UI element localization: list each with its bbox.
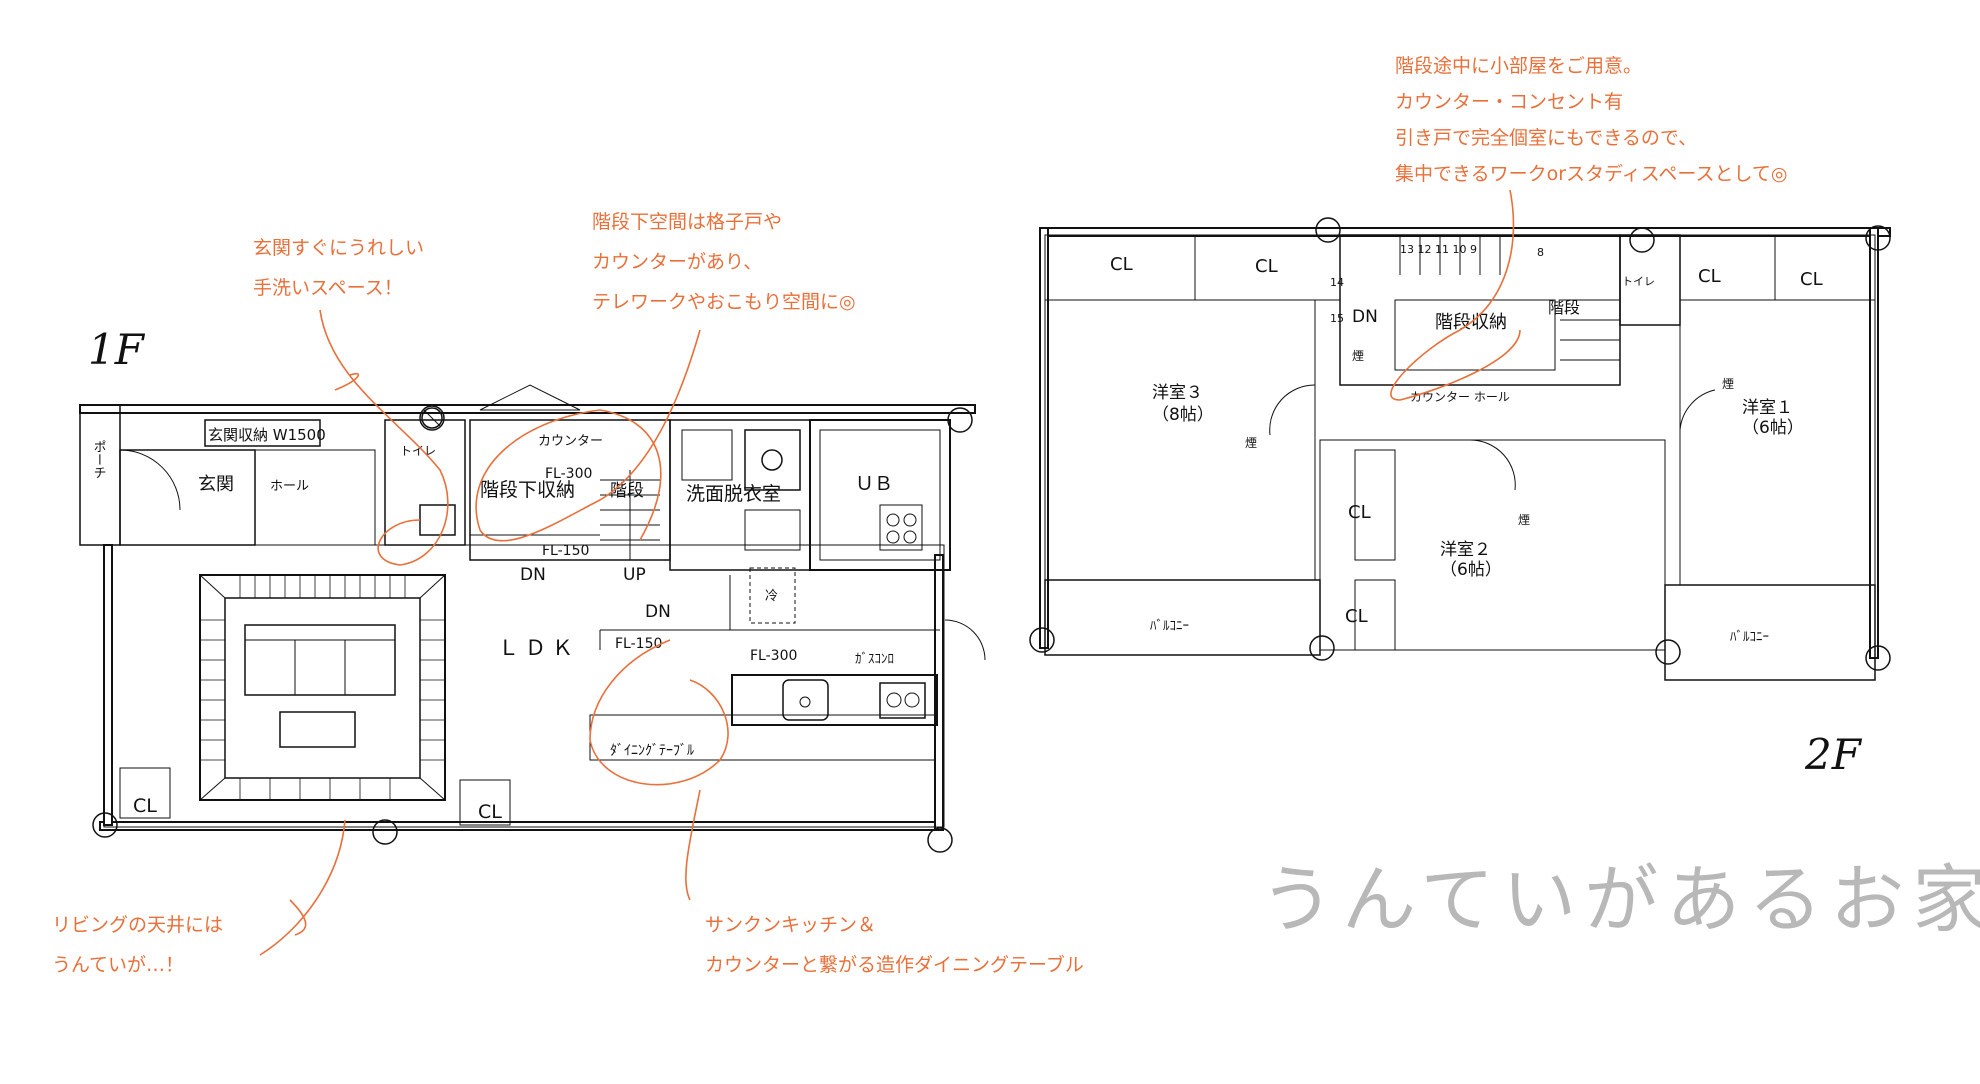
- wall-1f-outer-left: [103, 544, 113, 826]
- annotation-landing-line1: 階段途中に小部屋をご用意。: [1395, 55, 1643, 77]
- label-washroom: 洗面脱衣室: [686, 483, 781, 505]
- wall-1f-outer-right: [934, 554, 944, 831]
- floor-label-2f: 2F: [1805, 730, 1861, 779]
- annotation-unte: リビングの天井には うんていが…！: [52, 905, 223, 985]
- watermark-title: うんていがあるお家: [1260, 857, 1980, 943]
- label-toilet-2f: トイレ: [1622, 275, 1655, 288]
- label-fl150b: FL-150: [615, 636, 662, 652]
- annotation-unte-line2: うんていが…！: [52, 954, 185, 976]
- label-smoke-c: 煙: [1722, 377, 1734, 391]
- label-room2-size: （6帖）: [1440, 560, 1502, 580]
- balcony-right: [1664, 584, 1876, 681]
- living-frame-outer: [199, 574, 446, 801]
- label-smoke-d: 煙: [1518, 513, 1530, 527]
- balcony-left: [1044, 579, 1321, 656]
- label-n8: 8: [1537, 246, 1544, 259]
- callout-strokes: [259, 189, 1521, 956]
- fridge: [749, 567, 796, 624]
- ldk-outline: [103, 544, 945, 828]
- annotation-kitchen-line2: カウンターと繋がる造作ダイニングテーブル: [705, 954, 1084, 976]
- second-floor-plan: [1029, 217, 1891, 681]
- annotation-landing-line4: 集中できるワークorスタディスペースとして◎: [1395, 163, 1788, 185]
- label-dining: ﾀﾞｲﾆﾝｸﾞﾃｰﾌﾞﾙ: [610, 743, 694, 759]
- label-stair-nums: 13 12 11 10 9: [1400, 243, 1477, 256]
- toilet-outline: [384, 419, 466, 546]
- label-balcony-b: ﾊﾞﾙｺﾆｰ: [1730, 630, 1769, 645]
- label-n15: 15: [1330, 312, 1344, 325]
- label-smoke-a: 煙: [1352, 349, 1364, 363]
- label-fl300a: FL-300: [545, 466, 592, 482]
- label-cl-d: CL: [1800, 269, 1823, 290]
- label-n14: 14: [1330, 276, 1344, 289]
- label-room3: 洋室３: [1152, 383, 1203, 403]
- annotation-stair-space: 階段下空間は格子戸や カウンターがあり、 テレワークやおこもり空間に◎: [592, 202, 856, 322]
- label-counter: カウンター: [538, 434, 603, 449]
- label-genkan: 玄関: [198, 474, 234, 495]
- room2-outline: [1319, 439, 1666, 651]
- label-cl-a: CL: [1110, 254, 1133, 275]
- label-hall: ホール: [270, 479, 309, 494]
- label-fl150a: FL-150: [542, 543, 589, 559]
- genkan-storage-box: [204, 419, 321, 447]
- label-genkan-storage: 玄関収納 W1500: [208, 426, 326, 444]
- genkan-outline: [119, 449, 256, 546]
- hall-outline: [254, 449, 376, 546]
- first-floor-plan: [79, 384, 986, 853]
- label-porch: ポーチ: [91, 440, 106, 479]
- first-floor-labels: ポーチ 玄関収納 W1500 玄関 ホール トイレ カウンター FL-300 階…: [91, 426, 895, 823]
- annotation-stair-space-line1: 階段下空間は格子戸や: [592, 211, 783, 233]
- label-fl300b: FL-300: [750, 648, 797, 664]
- wall-1f-outer-top: [79, 404, 976, 414]
- wall-2f-left: [1039, 227, 1049, 649]
- annotation-stair-space-line2: カウンターがあり、: [592, 251, 763, 273]
- room1-outline: [1679, 299, 1876, 586]
- wall-2f-right: [1869, 227, 1879, 659]
- label-balcony-a: ﾊﾞﾙｺﾆｰ: [1150, 619, 1189, 634]
- label-room1: 洋室１: [1742, 398, 1793, 418]
- annotation-landing-line2: カウンター・コンセント有: [1395, 91, 1624, 113]
- kitchen-counter: [731, 674, 938, 726]
- label-up: UP: [623, 565, 646, 585]
- annotation-landing-line3: 引き戸で完全個室にもできるので、: [1395, 127, 1698, 149]
- annotation-kitchen: サンクンキッチン＆ カウンターと繋がる造作ダイニングテーブル: [705, 905, 1084, 985]
- label-dn2: DN: [645, 602, 671, 622]
- label-room1-size: （6帖）: [1742, 418, 1804, 438]
- annotation-landing-room: 階段途中に小部屋をご用意。 カウンター・コンセント有 引き戸で完全個室にもできる…: [1395, 48, 1787, 192]
- label-dn1: DN: [520, 565, 546, 585]
- label-cl1: CL: [133, 795, 157, 817]
- living-table: [279, 711, 356, 748]
- label-cl2: CL: [478, 801, 502, 823]
- label-room2: 洋室２: [1440, 540, 1491, 560]
- label-fridge: 冷: [765, 589, 778, 604]
- label-stair-storage: 階段下収納: [480, 479, 575, 501]
- label-stairs-1f: 階段: [610, 481, 644, 501]
- label-cl-f: CL: [1345, 606, 1368, 627]
- label-dn-2f: DN: [1352, 307, 1378, 327]
- annotation-unte-line1: リビングの天井には: [52, 914, 224, 936]
- label-smoke-b: 煙: [1245, 436, 1257, 450]
- annotation-handwash-line1: 玄関すぐにうれしい: [253, 237, 425, 259]
- label-cl-e: CL: [1348, 502, 1371, 523]
- bath-outline: [809, 419, 951, 571]
- label-cl-c: CL: [1698, 266, 1721, 287]
- annotation-stair-space-line3: テレワークやおこもり空間に◎: [592, 291, 856, 313]
- sofa: [244, 624, 396, 696]
- label-ub: ＵＢ: [855, 473, 893, 495]
- label-counter-hall: カウンター ホール: [1410, 390, 1510, 404]
- label-gas: ｶﾞｽｺﾝﾛ: [855, 652, 894, 667]
- label-cl-b: CL: [1255, 256, 1278, 277]
- annotation-handwash: 玄関すぐにうれしい 手洗いスペース！: [253, 228, 424, 308]
- wall-1f-outer-bottom: [99, 821, 941, 831]
- annotation-handwash-line2: 手洗いスペース！: [253, 277, 403, 299]
- label-room3-size: （8帖）: [1152, 405, 1214, 425]
- living-frame-inner: [224, 597, 421, 779]
- annotation-kitchen-line1: サンクンキッチン＆: [705, 914, 877, 936]
- label-ldk: ＬＤＫ: [498, 636, 579, 660]
- room3-outline: [1044, 299, 1316, 581]
- label-stairs-2f: 階段: [1548, 298, 1580, 317]
- floor-label-1f: 1F: [88, 325, 144, 374]
